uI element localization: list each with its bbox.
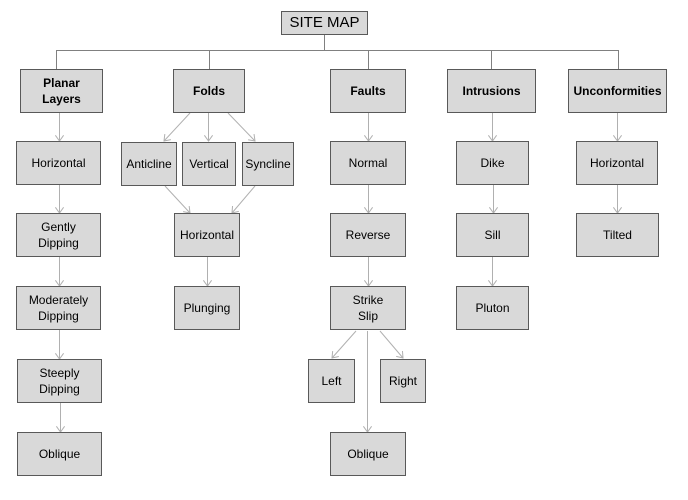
node-label: Sill — [484, 228, 501, 242]
category-label: Unconformities — [573, 84, 662, 98]
faults-normal[interactable]: Normal — [330, 141, 406, 185]
category-label: Planar Layers — [42, 76, 81, 106]
node-label: Moderately Dipping — [28, 293, 89, 323]
node-label: Oblique — [38, 447, 81, 461]
arrow-line — [379, 330, 404, 359]
node-label: Right — [388, 374, 417, 388]
arrowhead-icon — [331, 350, 339, 359]
site-map-title[interactable]: SITE MAP — [281, 11, 368, 35]
folds-vertical[interactable]: Vertical — [182, 142, 236, 186]
category-label: Faults — [350, 84, 386, 98]
faults-oblique[interactable]: Oblique — [330, 432, 406, 476]
faults-left[interactable]: Left — [308, 359, 355, 403]
node-label: Oblique — [347, 447, 389, 461]
node-label: Tilted — [603, 228, 632, 242]
planar-gently-dipping[interactable]: Gently Dipping — [16, 213, 101, 257]
faults-right[interactable]: Right — [380, 359, 426, 403]
arrow-line — [331, 330, 357, 359]
node-label: Horizontal — [589, 156, 645, 170]
folds-horizontal[interactable]: Horizontal — [174, 213, 240, 257]
node-label: Dike — [480, 156, 505, 170]
node-label: Horizontal — [31, 156, 86, 170]
node-label: Gently Dipping — [38, 220, 79, 250]
category-faults[interactable]: Faults — [330, 69, 406, 113]
node-label: Pluton — [475, 301, 510, 315]
node-label: Steeply Dipping — [39, 366, 80, 396]
category-label: Intrusions — [462, 84, 521, 98]
unconformities-tilted[interactable]: Tilted — [576, 213, 659, 257]
folds-plunging[interactable]: Plunging — [174, 286, 240, 330]
node-label: Syncline — [245, 157, 291, 171]
unconformities-horizontal[interactable]: Horizontal — [576, 141, 658, 185]
node-label: Vertical — [189, 157, 229, 171]
node-label: Reverse — [345, 228, 391, 242]
node-label: Anticline — [126, 157, 172, 171]
arrowhead-icon — [396, 350, 404, 359]
category-folds[interactable]: Folds — [173, 69, 245, 113]
arrowhead-icon — [203, 135, 214, 142]
arrowhead-icon — [248, 133, 256, 142]
category-label: Folds — [193, 84, 225, 98]
folds-syncline[interactable]: Syncline — [242, 142, 294, 186]
node-label: Left — [321, 374, 342, 388]
category-planar-layers[interactable]: Planar Layers — [20, 69, 103, 113]
node-label: Normal — [348, 156, 388, 170]
planar-moderately-dipping[interactable]: Moderately Dipping — [16, 286, 101, 330]
arrow-line — [164, 185, 191, 214]
arrow-line — [231, 185, 256, 214]
intrusions-pluton[interactable]: Pluton — [456, 286, 529, 330]
faults-reverse[interactable]: Reverse — [330, 213, 406, 257]
arrowhead-icon — [163, 133, 171, 142]
node-label: Strike Slip — [352, 293, 384, 323]
planar-horizontal[interactable]: Horizontal — [16, 141, 101, 185]
site-map-title-label: SITE MAP — [289, 14, 360, 31]
node-label: Horizontal — [179, 228, 235, 242]
arrow-line — [163, 112, 191, 142]
arrow-line — [227, 112, 256, 142]
intrusions-dike[interactable]: Dike — [456, 141, 529, 185]
intrusions-sill[interactable]: Sill — [456, 213, 529, 257]
planar-steeply-dipping[interactable]: Steeply Dipping — [17, 359, 102, 403]
node-label: Plunging — [183, 301, 231, 315]
planar-oblique[interactable]: Oblique — [17, 432, 102, 476]
category-unconformities[interactable]: Unconformities — [568, 69, 667, 113]
folds-anticline[interactable]: Anticline — [121, 142, 177, 186]
faults-strike-slip[interactable]: Strike Slip — [330, 286, 406, 330]
category-intrusions[interactable]: Intrusions — [447, 69, 536, 113]
